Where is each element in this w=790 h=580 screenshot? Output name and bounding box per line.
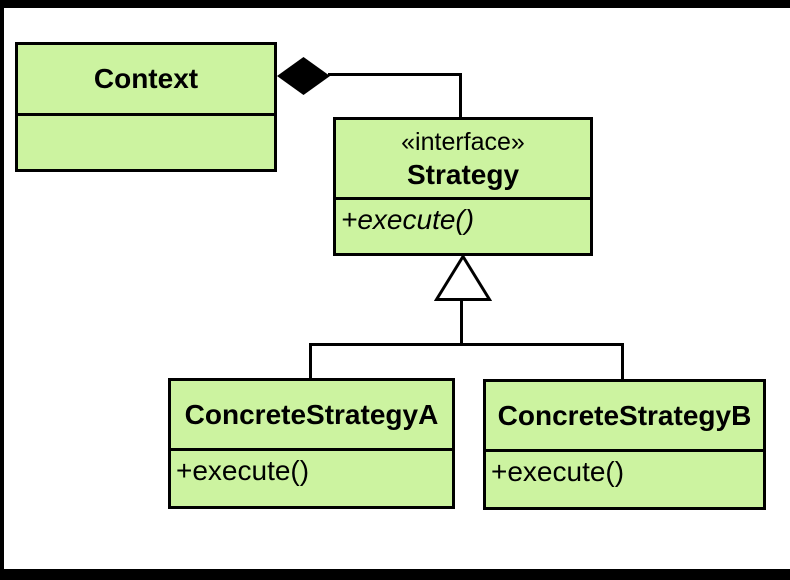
class-name-concrete-strategy-b: ConcreteStrategyB	[497, 399, 752, 431]
stereotype-label: «interface»	[401, 127, 525, 156]
association-line-horizontal	[328, 73, 462, 76]
association-line-vertical	[459, 73, 462, 118]
frame-bar-bottom	[0, 569, 790, 580]
class-name-concrete-strategy-a: ConcreteStrategyA	[184, 398, 439, 430]
class-title-compartment: ConcreteStrategyA	[171, 381, 452, 451]
class-name-strategy: Strategy	[406, 158, 520, 190]
composition-diamond-icon	[277, 57, 330, 95]
class-box-strategy: «interface» Strategy +execute()	[333, 117, 593, 256]
generalization-line-horizontal	[309, 343, 624, 346]
generalization-triangle-icon	[434, 254, 492, 301]
class-box-context: Context	[15, 42, 277, 172]
class-title-compartment: «interface» Strategy	[336, 120, 590, 200]
method-label-strategy: +execute()	[341, 204, 475, 235]
method-label-concrete-strategy-a: +execute()	[176, 455, 310, 486]
class-box-concrete-strategy-a: ConcreteStrategyA +execute()	[168, 378, 455, 509]
class-name-context: Context	[93, 63, 199, 94]
class-title-compartment: ConcreteStrategyB	[486, 382, 763, 452]
generalization-line-center	[460, 299, 463, 345]
class-empty-compartment	[18, 116, 274, 169]
frame-bar-top	[0, 0, 790, 8]
class-title-compartment: Context	[18, 45, 274, 116]
generalization-line-right-drop	[621, 343, 624, 380]
method-label-concrete-strategy-b: +execute()	[491, 456, 625, 487]
frame-bar-left	[0, 0, 4, 580]
generalization-line-left-drop	[309, 343, 312, 379]
class-box-concrete-strategy-b: ConcreteStrategyB +execute()	[483, 379, 766, 510]
